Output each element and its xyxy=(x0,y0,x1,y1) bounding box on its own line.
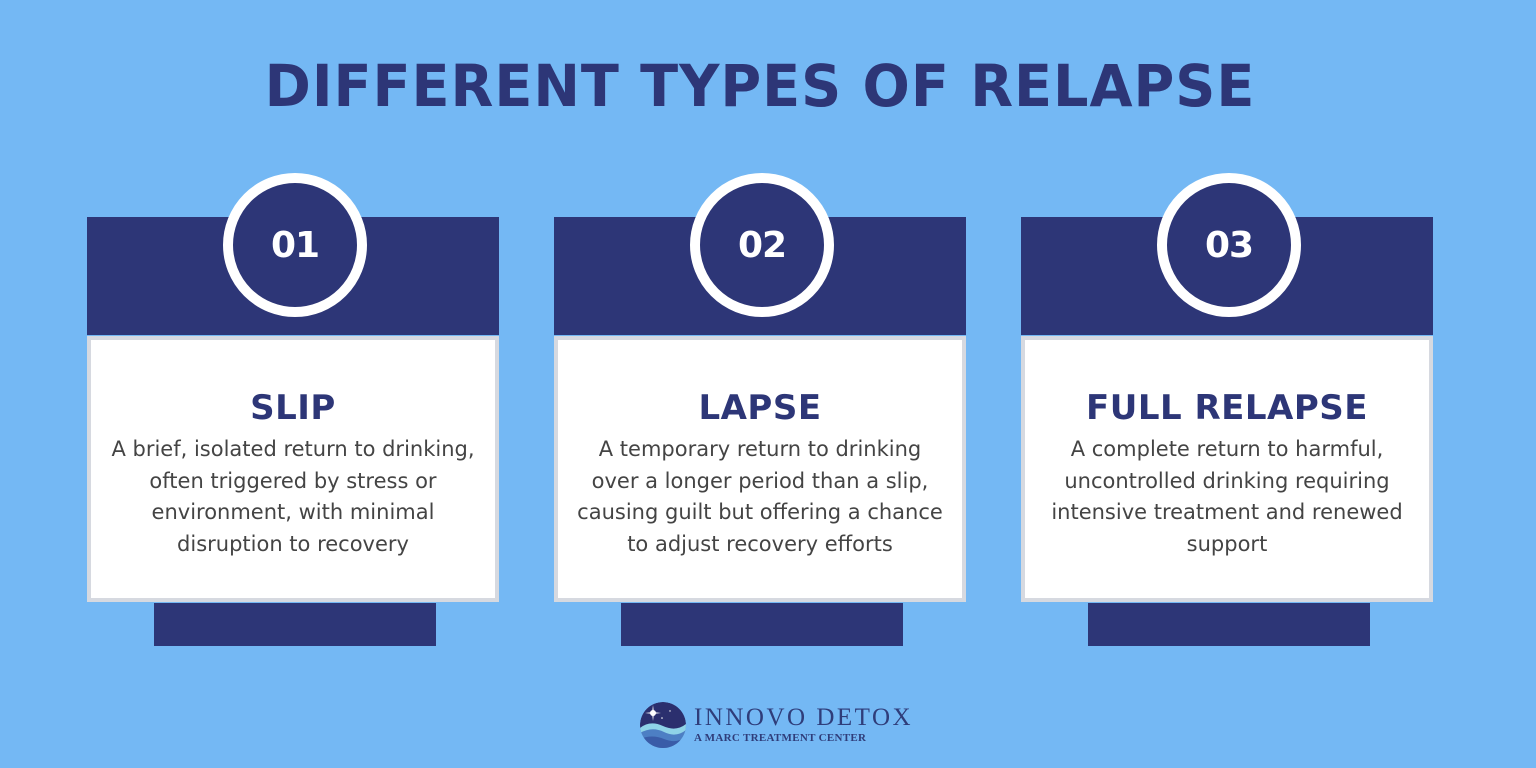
card-title: FULL RELAPSE xyxy=(1085,388,1369,428)
number-badge: 03 xyxy=(1157,173,1301,317)
logo-brand-name: INNOVO DETOX xyxy=(694,704,914,731)
logo-tagline: A MARC TREATMENT CENTER xyxy=(694,732,867,744)
card-footer-tab xyxy=(1088,603,1370,646)
card-body: LAPSE A temporary return to drinking ove… xyxy=(554,336,966,602)
innovo-detox-logo: INNOVO DETOX A MARC TREATMENT CENTER xyxy=(640,700,913,750)
card-description: A brief, isolated return to drinking, of… xyxy=(111,437,475,556)
card-title: LAPSE xyxy=(698,388,822,428)
globe-wave-star-icon xyxy=(640,702,686,748)
number-badge: 02 xyxy=(690,173,834,317)
card-body: SLIP A brief, isolated return to drinkin… xyxy=(87,336,499,602)
card-footer-tab xyxy=(154,603,436,646)
relapse-card-full-relapse: 03 FULL RELAPSE A complete return to har… xyxy=(1021,173,1433,647)
card-description: A temporary return to drinking over a lo… xyxy=(577,437,943,556)
card-footer-tab xyxy=(621,603,903,646)
relapse-card-slip: 01 SLIP A brief, isolated return to drin… xyxy=(87,173,499,647)
relapse-card-lapse: 02 LAPSE A temporary return to drinking … xyxy=(554,173,966,647)
page-title: DIFFERENT TYPES OF RELAPSE xyxy=(264,52,1256,120)
card-body: FULL RELAPSE A complete return to harmfu… xyxy=(1021,336,1433,602)
number-badge: 01 xyxy=(223,173,367,317)
card-number: 02 xyxy=(737,224,787,266)
card-number: 01 xyxy=(270,224,320,266)
card-title: SLIP xyxy=(250,388,336,428)
card-number: 03 xyxy=(1204,224,1254,266)
card-description: A complete return to harmful, uncontroll… xyxy=(1051,437,1403,556)
